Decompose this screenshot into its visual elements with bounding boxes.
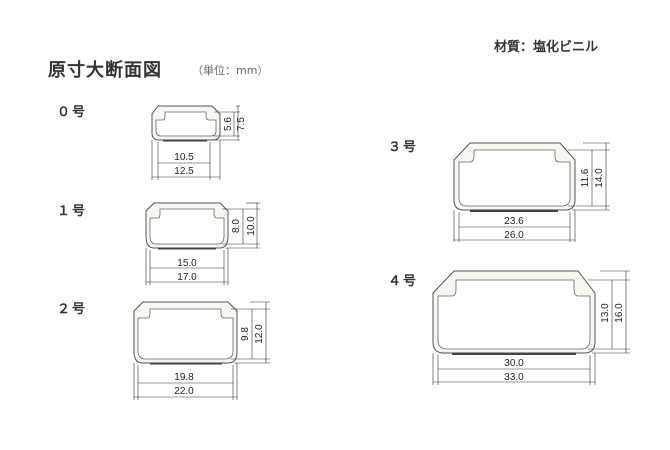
inner-width-3: 23.6	[504, 216, 524, 227]
duct-profile-4	[432, 270, 596, 355]
outer-width-4: 33.0	[504, 372, 524, 383]
inner-height-3: 11.6	[580, 168, 591, 187]
inner-height-4: 13.0	[600, 303, 611, 323]
outer-width-0: 12.5	[174, 166, 194, 177]
outer-width-1: 17.0	[177, 272, 197, 283]
unit-note: （単位：mm）	[192, 64, 269, 77]
material-note: 材質：塩化ビニル	[494, 40, 599, 55]
inner-width-1: 15.0	[177, 258, 197, 269]
dim-lines-0	[151, 105, 240, 180]
outer-width-3: 26.0	[504, 230, 524, 241]
size-label-2: ２号	[57, 302, 88, 317]
outer-height-1: 10.0	[246, 216, 257, 236]
duct-profile-3	[453, 142, 576, 212]
size-label-3: ３号	[388, 140, 419, 155]
inner-height-1: 8.0	[231, 219, 242, 233]
inner-width-4: 30.0	[504, 358, 524, 369]
inner-width-2: 19.8	[174, 372, 194, 383]
dim-lines-1	[145, 202, 260, 285]
size-label-0: ０号	[57, 105, 88, 120]
size-label-4: ４号	[388, 274, 419, 289]
inner-height-2: 9.8	[240, 327, 251, 341]
outer-width-2: 22.0	[174, 386, 194, 397]
outer-height-0: 7.5	[236, 117, 247, 131]
duct-profile-2	[133, 301, 238, 365]
duct-profile-0	[151, 105, 221, 142]
page-title: 原寸大断面図	[48, 60, 162, 81]
dim-lines-3	[453, 142, 610, 242]
outer-height-4: 16.0	[614, 303, 625, 323]
dim-lines-4	[432, 270, 630, 385]
inner-height-0: 5.6	[223, 117, 234, 131]
outer-height-2: 12.0	[254, 324, 265, 344]
inner-width-0: 10.5	[174, 152, 194, 163]
size-label-1: １号	[57, 204, 88, 219]
duct-profile-1	[145, 202, 229, 250]
dim-lines-2	[133, 301, 270, 400]
outer-height-3: 14.0	[594, 168, 605, 188]
